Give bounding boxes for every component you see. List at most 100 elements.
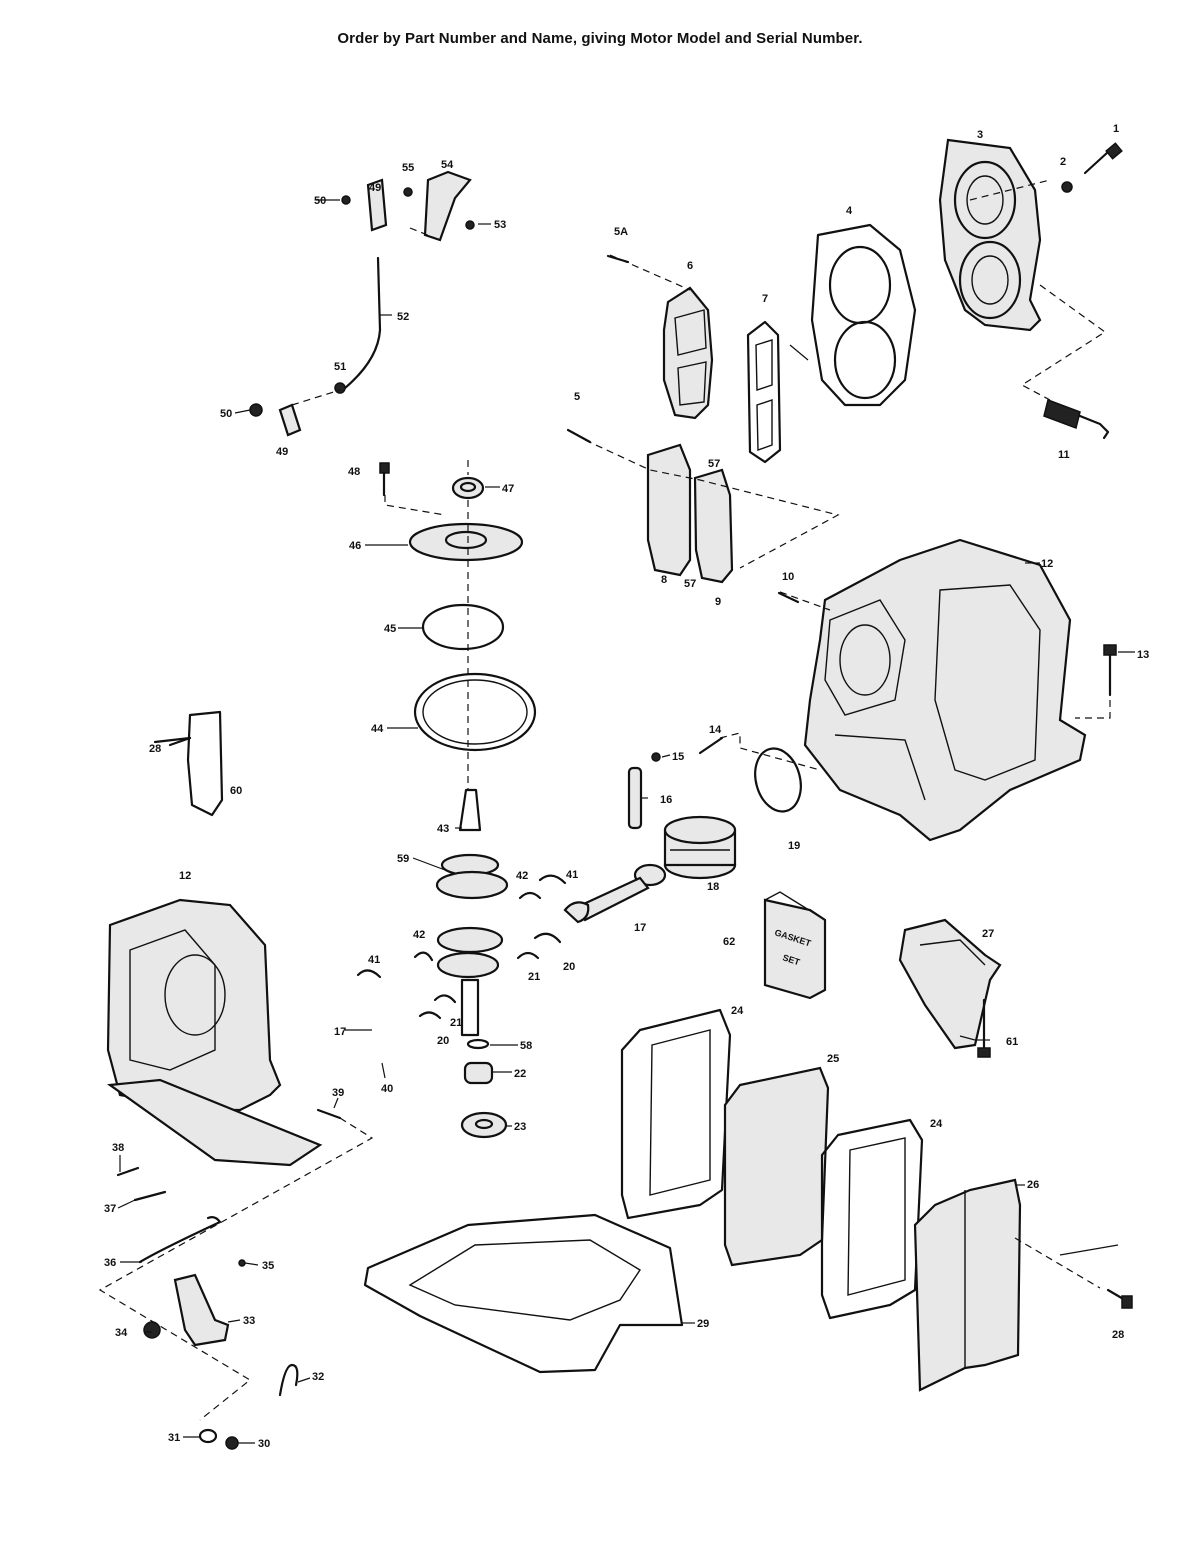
assembly-lines: [98, 179, 1111, 1421]
callout-26: 26: [1027, 1179, 1039, 1191]
callout-21-b: 21: [450, 1017, 462, 1029]
callout-24-b: 24: [930, 1118, 943, 1130]
screw-37: [133, 1190, 167, 1202]
callout-14: 14: [709, 724, 722, 736]
adapter-gasket: [620, 1008, 732, 1220]
callout-10: 10: [782, 571, 794, 583]
bearing-plate: [408, 522, 524, 562]
callout-45: 45: [384, 623, 396, 635]
screw-39: [316, 1108, 342, 1120]
callout-37: 37: [104, 1203, 116, 1215]
page-header: Order by Part Number and Name, giving Mo…: [337, 30, 863, 47]
reed-plate: [913, 1178, 1022, 1392]
callout-23: 23: [514, 1121, 526, 1133]
screw-10: [777, 591, 800, 604]
piston-pin: [627, 766, 643, 830]
callout-35: 35: [262, 1260, 274, 1272]
leader-lines: [117, 199, 1135, 1444]
callout-60: 60: [230, 785, 242, 797]
callout-46: 46: [349, 540, 361, 552]
callout-12-right: 12: [1041, 558, 1053, 570]
callout-34: 34: [115, 1327, 128, 1339]
spark-plug: [1043, 399, 1110, 440]
callout-6: 6: [687, 260, 693, 272]
piston: [663, 815, 737, 880]
callout-44: 44: [371, 723, 384, 735]
gasket-set-box: [763, 891, 827, 1000]
o-ring-seal: [413, 672, 537, 752]
exhaust-cover: [898, 918, 1002, 1050]
throttle-rod: [249, 170, 475, 437]
intake-plate: [646, 443, 734, 584]
callout-49-top: 49: [369, 182, 381, 194]
lower-bearings: [460, 1038, 508, 1139]
callout-57-top: 57: [708, 458, 720, 470]
callout-40: 40: [381, 1083, 393, 1095]
callout-2: 2: [1060, 156, 1066, 168]
screw-28-left: [168, 736, 192, 747]
callout-20-b: 20: [437, 1035, 449, 1047]
callout-39: 39: [332, 1087, 344, 1099]
callout-22: 22: [514, 1068, 526, 1080]
spacer-gasket: [820, 1118, 924, 1320]
callout-41-b: 41: [368, 954, 380, 966]
callout-50-top: 50: [314, 195, 326, 207]
rod-bearing-cages: [356, 874, 567, 1020]
callout-25: 25: [827, 1053, 839, 1065]
bearing-screw: [379, 462, 390, 497]
callout-1: 1: [1113, 123, 1119, 135]
base-gasket: [363, 1213, 684, 1374]
callout-36: 36: [104, 1257, 116, 1269]
washer: [1061, 181, 1073, 193]
callout-4: 4: [846, 205, 853, 217]
throttle-linkage: [138, 1216, 299, 1450]
callout-24-a: 24: [731, 1005, 744, 1017]
cylinder-head: [938, 138, 1042, 332]
callout-7: 7: [762, 293, 768, 305]
callout-5A: 5A: [614, 226, 628, 238]
callout-57-bottom: 57: [684, 578, 696, 590]
callout-17-cap: 17: [334, 1026, 346, 1038]
transfer-port-cover: [662, 286, 714, 420]
crankcase-left: [106, 898, 323, 1167]
callout-19: 19: [788, 840, 800, 852]
callout-30: 30: [258, 1438, 270, 1450]
upper-bearing: [451, 476, 485, 500]
callout-50-bottom: 50: [220, 408, 232, 420]
callout-38: 38: [112, 1142, 124, 1154]
callout-18: 18: [707, 881, 719, 893]
callout-48: 48: [348, 466, 360, 478]
callout-31: 31: [168, 1432, 180, 1444]
callout-62: 62: [723, 936, 735, 948]
dowel-pin: [698, 736, 724, 755]
callout-17-rod: 17: [634, 922, 646, 934]
callout-20-a: 20: [563, 961, 575, 973]
crankcase-right: [803, 538, 1087, 842]
head-screw: [1083, 142, 1123, 175]
piston-ring: [754, 747, 802, 813]
callout-15: 15: [672, 751, 684, 763]
connecting-rod: [563, 863, 667, 924]
retaining-clip: [651, 752, 661, 762]
callout-55: 55: [402, 162, 414, 174]
mounting-bracket: [153, 710, 224, 817]
callout-43: 43: [437, 823, 449, 835]
callout-52: 52: [397, 311, 409, 323]
callout-58: 58: [520, 1040, 532, 1052]
screw-28: [1106, 1288, 1133, 1309]
callout-8: 8: [661, 574, 667, 586]
crankshaft: [435, 788, 509, 1037]
callout-33: 33: [243, 1315, 255, 1327]
screw-13: [1103, 644, 1117, 697]
callout-3: 3: [977, 129, 983, 141]
callout-29: 29: [697, 1318, 709, 1330]
callout-labels: 1 2 3 4 5A 5 6 7 8 9 10 11 12 12 13 14 1…: [104, 123, 1149, 1450]
callout-28-left: 28: [149, 743, 161, 755]
callout-11: 11: [1058, 449, 1070, 461]
port-cover-gasket: [746, 320, 782, 464]
callout-59: 59: [397, 853, 409, 865]
callout-53: 53: [494, 219, 506, 231]
callout-54: 54: [441, 159, 454, 171]
callout-41-a: 41: [566, 869, 578, 881]
